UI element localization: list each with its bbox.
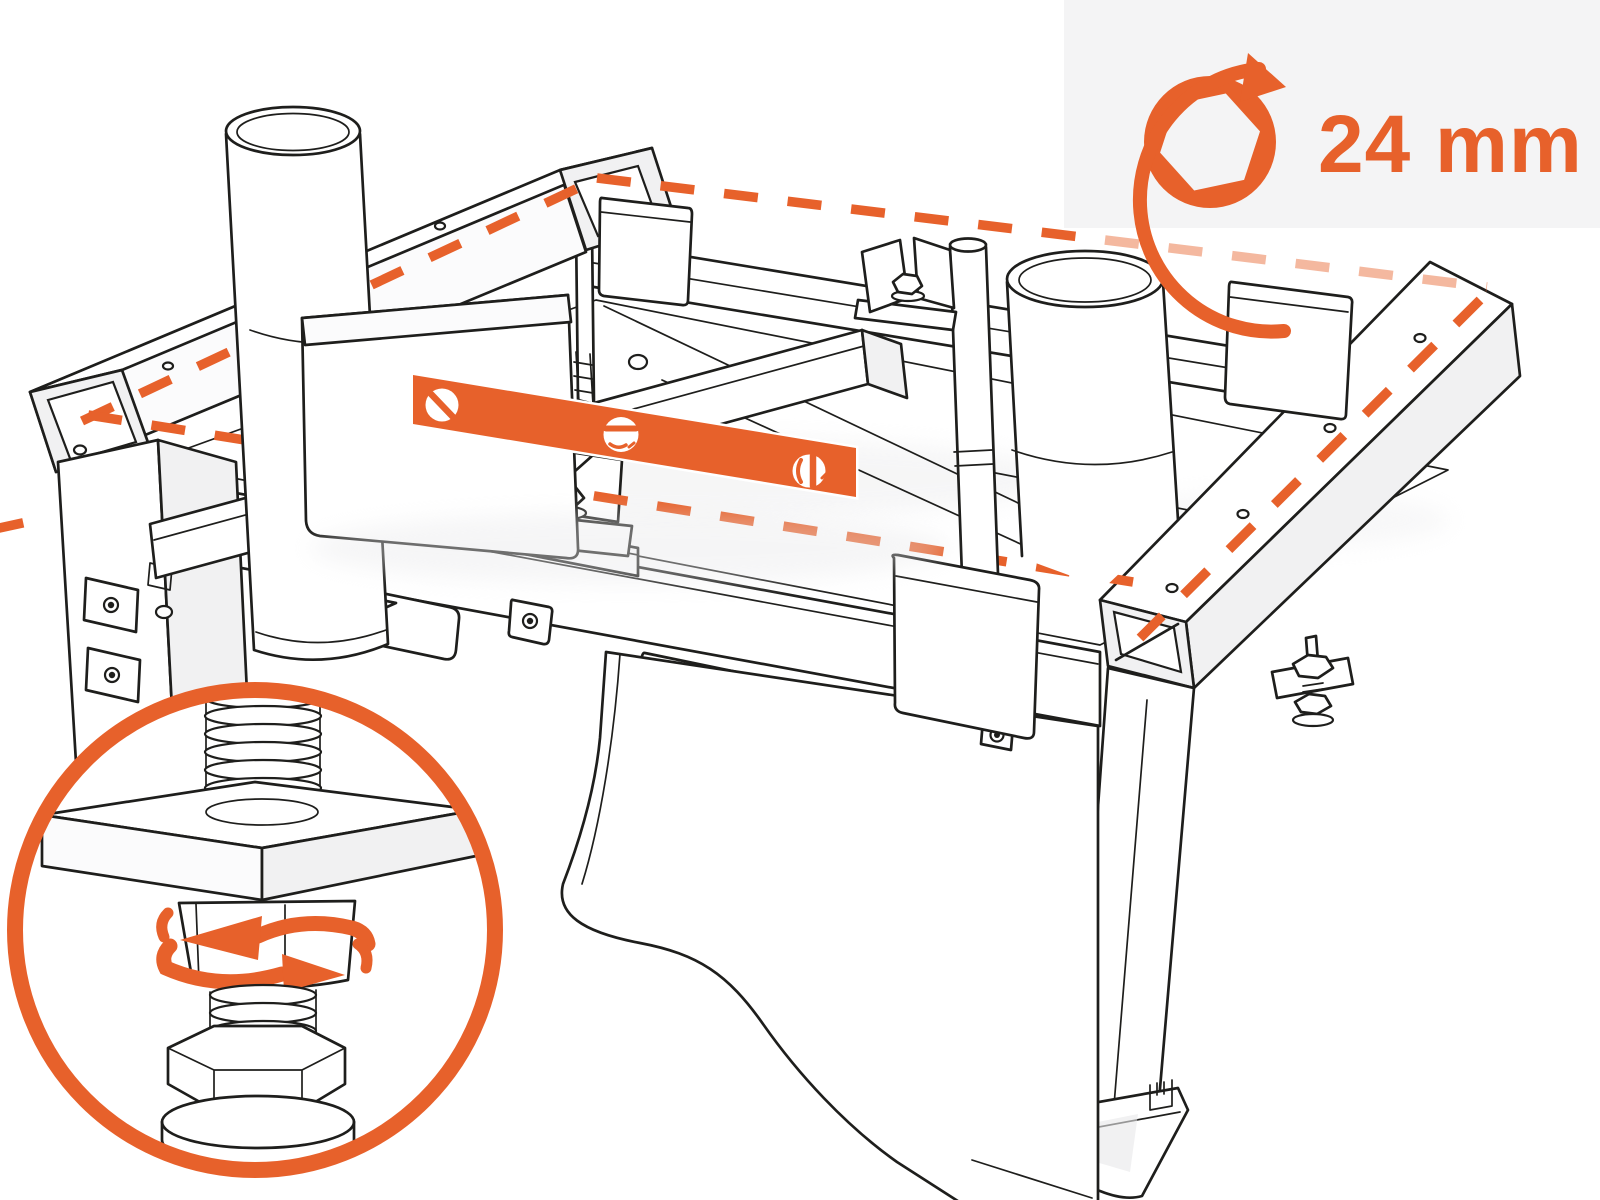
- leveling-foot-detail: [7, 682, 503, 1178]
- rotate-clockwise-arrow: [156, 938, 373, 992]
- clamp-block: [853, 236, 958, 332]
- lock-nut: [166, 1024, 347, 1112]
- clips: [300, 196, 1354, 740]
- dashed-edge-back-faded: [1104, 235, 1488, 292]
- rotation-arc: [1132, 62, 1291, 339]
- bracket-plate: [40, 780, 478, 902]
- horizontal-vial-icon: [603, 417, 639, 452]
- inset-ring: [7, 682, 503, 1178]
- dashed-edge-right: [1136, 296, 1484, 642]
- right-back-clip: [1223, 280, 1354, 421]
- back-small-clip: [597, 196, 694, 307]
- right-rail: [1098, 260, 1522, 690]
- vertical-vial-icon: [792, 452, 828, 490]
- dashed-stray: [0, 512, 52, 533]
- leg-bolt-bracket: [1270, 634, 1355, 728]
- rotation-arrowhead: [1240, 53, 1286, 102]
- wrench-size-label: 24 mm: [1318, 99, 1583, 190]
- diagonal-vial-icon: [425, 388, 459, 422]
- wrench-size-badge: 24 mm: [1064, 0, 1600, 339]
- guide-rod: [948, 237, 1000, 578]
- hex-bolt: [891, 272, 924, 296]
- hex-socket-rotation-icon: [1132, 53, 1291, 339]
- right-post-cylinder: [1005, 249, 1180, 588]
- dashed-edge-back: [596, 173, 1106, 245]
- middle-front-clip: [891, 553, 1041, 740]
- rotate-counterclockwise-arrow: [156, 907, 376, 960]
- dashed-edge-front: [81, 409, 1134, 587]
- spirit-level-bar: [310, 372, 950, 584]
